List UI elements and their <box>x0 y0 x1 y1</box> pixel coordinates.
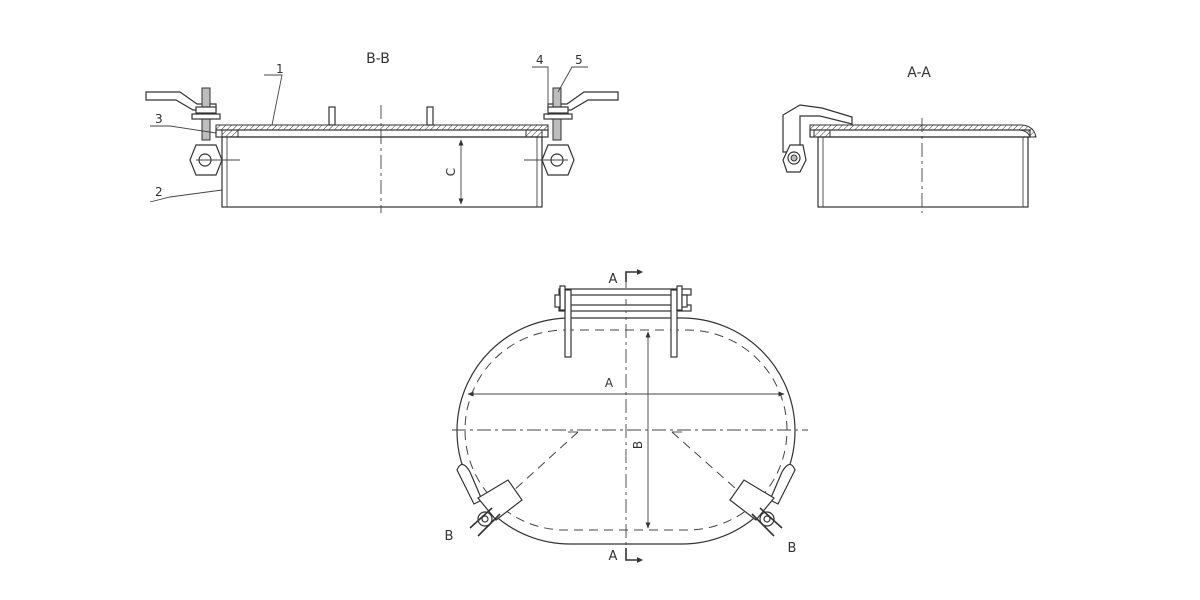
leader-4 <box>532 66 549 115</box>
balloon-3: 3 <box>155 112 163 126</box>
leader-5 <box>557 66 588 93</box>
right-clamp <box>524 87 619 176</box>
cut-marker-a-bottom: A <box>609 548 643 564</box>
right-clamp-plan <box>729 463 796 537</box>
section-aa-view: A-A <box>782 65 1037 213</box>
lifting-lug <box>426 106 434 126</box>
section-aa-title: A-A <box>907 65 931 81</box>
cover-plate <box>215 124 549 131</box>
plan-view: A B A <box>445 269 808 564</box>
balloon-2: 2 <box>155 185 163 199</box>
body-shell-aa <box>817 136 1029 208</box>
lifting-lug <box>328 106 336 126</box>
section-bb-title: B-B <box>366 51 390 67</box>
svg-text:A: A <box>609 549 618 564</box>
balloon-4: 4 <box>536 53 544 67</box>
svg-text:A: A <box>609 272 618 287</box>
cut-marker-b-right: B <box>788 541 797 556</box>
cover-plate-aa <box>809 124 1037 138</box>
body-shell <box>221 136 543 208</box>
dimension-c-label: C <box>444 168 458 176</box>
balloon-1: 1 <box>276 62 284 76</box>
dimension-b-label: B <box>631 441 645 449</box>
leader-3 <box>150 125 217 134</box>
hinge-plan <box>554 285 692 358</box>
hinge-aa <box>782 104 853 173</box>
cut-marker-b-left: B <box>445 529 454 544</box>
section-bb-view: B-B C <box>145 51 619 213</box>
cut-marker-a-top: A <box>609 269 643 287</box>
balloon-5: 5 <box>575 53 583 67</box>
leader-2 <box>149 189 223 203</box>
left-clamp <box>145 87 240 176</box>
leader-1 <box>264 74 283 126</box>
left-clamp-plan <box>456 463 523 537</box>
dimension-a-label: A <box>605 376 614 390</box>
